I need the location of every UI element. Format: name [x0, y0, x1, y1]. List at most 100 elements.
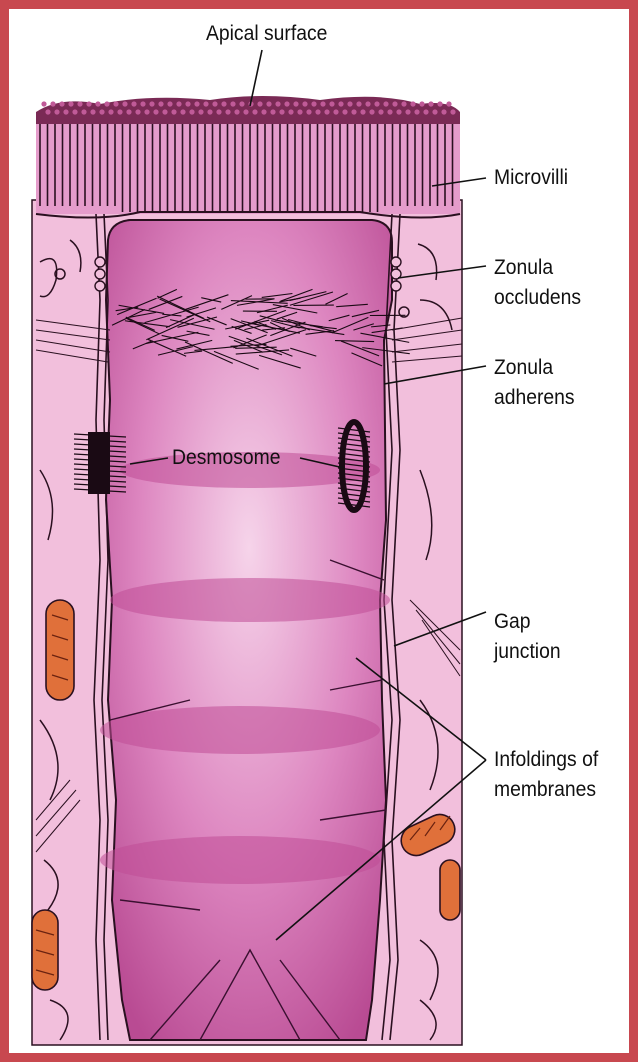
apical-glycocalyx-dot: [212, 101, 217, 106]
apical-glycocalyx-dot: [270, 109, 275, 114]
apical-glycocalyx-dot: [333, 109, 338, 114]
apical-glycocalyx-dot: [387, 109, 392, 114]
apical-glycocalyx-dot: [437, 101, 442, 106]
apical-glycocalyx-dot: [266, 101, 271, 106]
apical-glycocalyx-dot: [441, 109, 446, 114]
apical-glycocalyx-dot: [257, 101, 262, 106]
label-zonula-occludens-1: Zonula: [494, 254, 553, 281]
apical-glycocalyx-dot: [297, 109, 302, 114]
apical-glycocalyx-dot: [243, 109, 248, 114]
apical-glycocalyx-dot: [126, 109, 131, 114]
apical-glycocalyx-dot: [378, 109, 383, 114]
apical-glycocalyx-dot: [230, 101, 235, 106]
apical-glycocalyx-dot: [90, 109, 95, 114]
apical-glycocalyx-dot: [342, 109, 347, 114]
apical-glycocalyx-dot: [351, 109, 356, 114]
apical-glycocalyx-dot: [252, 109, 257, 114]
apical-glycocalyx-dot: [320, 101, 325, 106]
label-apical-surface: Apical surface: [206, 20, 327, 47]
apical-glycocalyx-dot: [302, 101, 307, 106]
apical-glycocalyx-dot: [275, 101, 280, 106]
apical-glycocalyx-dot: [131, 101, 136, 106]
apical-glycocalyx-dot: [72, 109, 77, 114]
apical-glycocalyx-dot: [216, 109, 221, 114]
apical-glycocalyx-dot: [221, 101, 226, 106]
apical-glycocalyx-dot: [284, 101, 289, 106]
microvilli: [36, 112, 460, 218]
label-desmosome: Desmosome: [172, 444, 280, 471]
label-gap-junction-2: junction: [494, 638, 561, 665]
apical-glycocalyx-dot: [239, 101, 244, 106]
apical-glycocalyx-dot: [401, 101, 406, 106]
apical-glycocalyx-dot: [54, 109, 59, 114]
apical-glycocalyx-dot: [198, 109, 203, 114]
apical-glycocalyx-dot: [185, 101, 190, 106]
apical-glycocalyx-dot: [207, 109, 212, 114]
apical-glycocalyx-dot: [104, 101, 109, 106]
apical-glycocalyx-dot: [144, 109, 149, 114]
apical-glycocalyx-dot: [356, 101, 361, 106]
label-zonula-adherens-1: Zonula: [494, 354, 553, 381]
apical-glycocalyx-dot: [329, 101, 334, 106]
apical-glycocalyx-dot: [158, 101, 163, 106]
apical-glycocalyx-dot: [140, 101, 145, 106]
apical-glycocalyx-dot: [396, 109, 401, 114]
apical-glycocalyx-dot: [410, 101, 415, 106]
apical-glycocalyx-dot: [306, 109, 311, 114]
apical-glycocalyx-dot: [360, 109, 365, 114]
apical-glycocalyx-dot: [86, 101, 91, 106]
label-zonula-occludens-2: occludens: [494, 284, 581, 311]
apical-cap: [36, 96, 460, 124]
apical-glycocalyx-dot: [293, 101, 298, 106]
apical-glycocalyx-dot: [45, 109, 50, 114]
apical-glycocalyx-dot: [153, 109, 158, 114]
apical-glycocalyx-dot: [171, 109, 176, 114]
apical-glycocalyx-dot: [311, 101, 316, 106]
label-zonula-adherens-2: adherens: [494, 384, 575, 411]
apical-glycocalyx-dot: [315, 109, 320, 114]
apical-glycocalyx-dot: [288, 109, 293, 114]
apical-glycocalyx-dot: [338, 101, 343, 106]
apical-glycocalyx-dot: [374, 101, 379, 106]
apical-glycocalyx-dot: [446, 101, 451, 106]
apical-glycocalyx-dot: [149, 101, 154, 106]
apical-glycocalyx-dot: [41, 101, 46, 106]
apical-glycocalyx-dot: [414, 109, 419, 114]
apical-glycocalyx-dot: [369, 109, 374, 114]
apical-glycocalyx-dot: [225, 109, 230, 114]
apical-glycocalyx-dot: [194, 101, 199, 106]
apical-glycocalyx-dot: [234, 109, 239, 114]
apical-glycocalyx-dot: [347, 101, 352, 106]
apical-glycocalyx-dot: [59, 101, 64, 106]
apical-glycocalyx-dot: [68, 101, 73, 106]
apical-glycocalyx-dot: [189, 109, 194, 114]
apical-glycocalyx-dot: [122, 101, 127, 106]
label-infoldings-1: Infoldings of: [494, 746, 598, 773]
label-gap-junction-1: Gap: [494, 608, 531, 635]
apical-glycocalyx-dot: [324, 109, 329, 114]
apical-glycocalyx-dot: [81, 109, 86, 114]
apical-glycocalyx-dot: [95, 101, 100, 106]
apical-glycocalyx-dot: [203, 101, 208, 106]
apical-glycocalyx-dot: [383, 101, 388, 106]
apical-glycocalyx-dot: [279, 109, 284, 114]
apical-glycocalyx-dot: [113, 101, 118, 106]
apical-glycocalyx-dot: [176, 101, 181, 106]
apical-glycocalyx-dot: [162, 109, 167, 114]
apical-glycocalyx-dot: [392, 101, 397, 106]
label-infoldings-2: membranes: [494, 776, 596, 803]
apical-glycocalyx-dot: [423, 109, 428, 114]
apical-glycocalyx-dot: [261, 109, 266, 114]
apical-glycocalyx-dot: [135, 109, 140, 114]
apical-glycocalyx-dot: [167, 101, 172, 106]
apical-glycocalyx-dot: [108, 109, 113, 114]
apical-glycocalyx-dot: [50, 101, 55, 106]
apical-glycocalyx-dot: [63, 109, 68, 114]
apical-glycocalyx-dot: [99, 109, 104, 114]
apical-glycocalyx-dot: [450, 109, 455, 114]
apical-glycocalyx-dot: [432, 109, 437, 114]
apical-glycocalyx-dot: [365, 101, 370, 106]
apical-glycocalyx-dot: [77, 101, 82, 106]
label-microvilli: Microvilli: [494, 164, 568, 191]
